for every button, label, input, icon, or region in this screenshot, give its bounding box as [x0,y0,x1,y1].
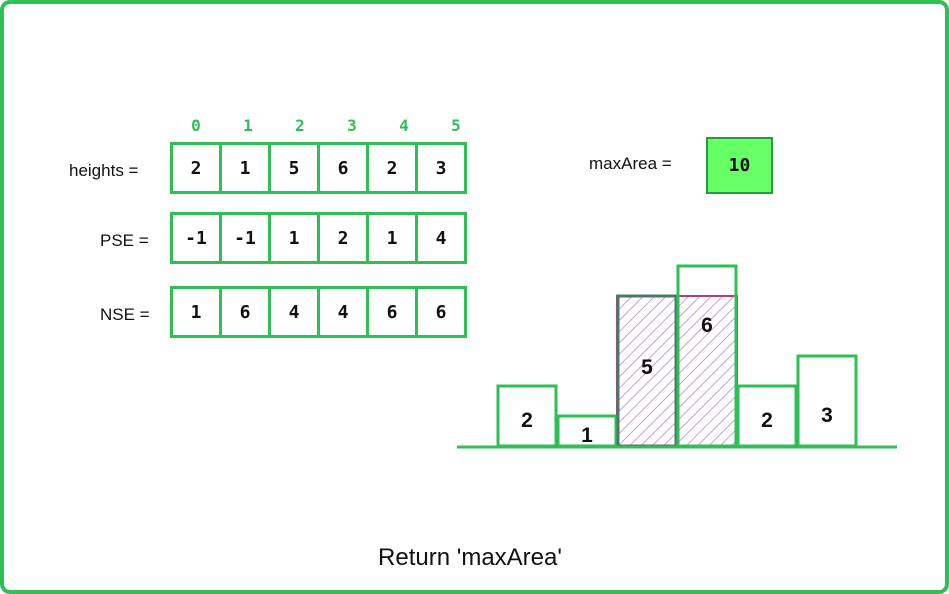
nse-label: NSE = [100,305,150,324]
nse-cell: 6 [415,286,467,338]
histogram-bar-label: 6 [701,314,713,337]
pse-cell: -1 [170,212,222,264]
pse-cell: -1 [219,212,271,264]
nse-cell: 6 [219,286,271,338]
pse-array: -1 -1 1 2 1 4 [170,212,467,264]
histogram-bar-label: 1 [581,424,593,447]
index-label: 1 [243,116,253,135]
index-label: 3 [347,116,357,135]
pse-cell: 2 [317,212,369,264]
heights-array: 2 1 5 6 2 3 [170,142,467,194]
histogram-bar-label: 5 [641,356,653,379]
histogram-bar-label: 3 [821,404,833,427]
index-label: 4 [399,116,409,135]
heights-label: heights = [69,161,139,180]
nse-cell: 4 [317,286,369,338]
pse-cell: 1 [268,212,320,264]
histogram-bar-label: 2 [521,409,533,432]
index-label: 2 [295,116,305,135]
max-area-label: maxArea = [589,154,672,173]
heights-cell: 5 [268,142,320,194]
heights-cell: 6 [317,142,369,194]
nse-cell: 4 [268,286,320,338]
footer-caption: Return 'maxArea' [378,544,562,571]
index-row: 0 1 2 3 4 5 [170,116,482,135]
histogram-bar [796,354,858,448]
nse-cell: 6 [366,286,418,338]
pse-label: PSE = [100,231,149,250]
heights-cell: 2 [366,142,418,194]
pse-cell: 4 [415,212,467,264]
nse-array: 1 6 4 4 6 6 [170,286,467,338]
histogram-bar-label: 2 [761,409,773,432]
index-label: 5 [451,116,461,135]
max-area-value: 10 [706,137,773,194]
index-label: 0 [191,116,201,135]
nse-cell: 1 [170,286,222,338]
heights-cell: 3 [415,142,467,194]
